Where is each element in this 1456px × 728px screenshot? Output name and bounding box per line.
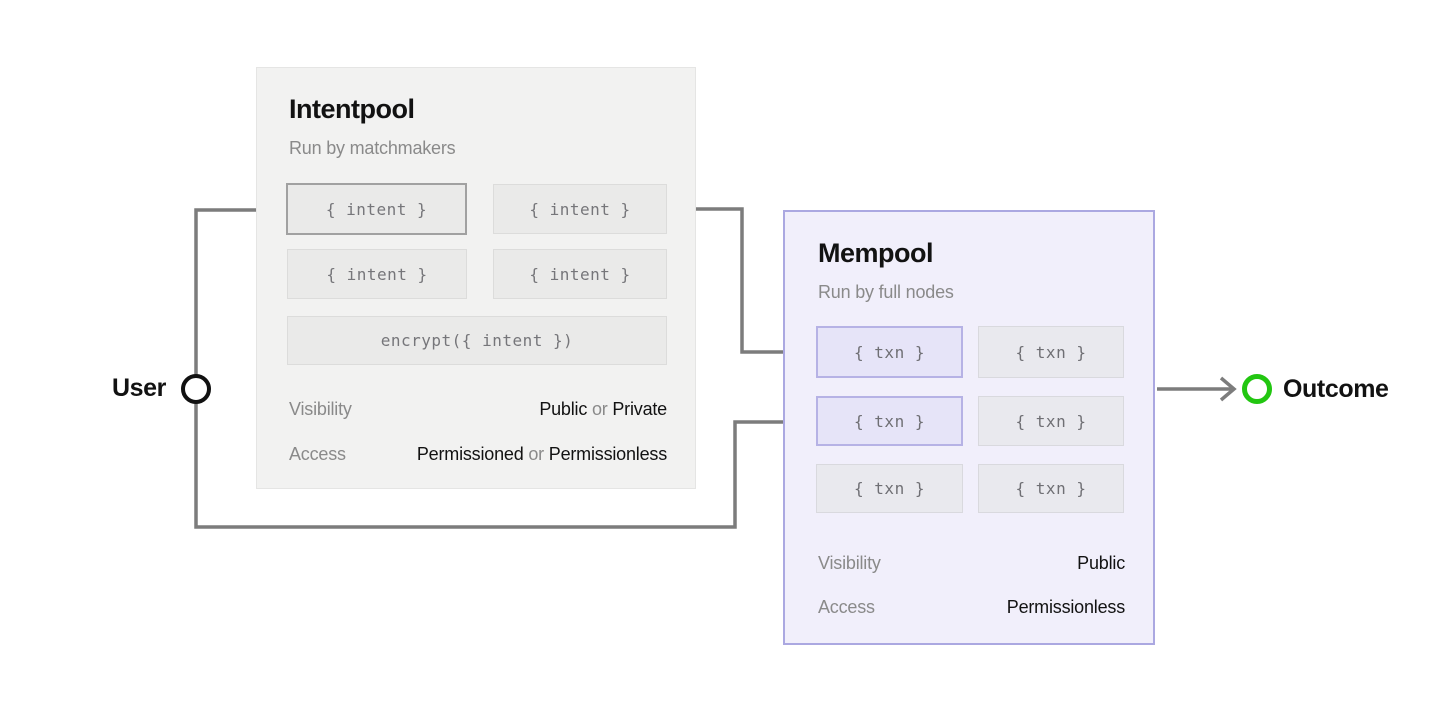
intent-box-highlighted: { intent } <box>286 183 467 235</box>
txn-box-label: { txn } <box>854 479 925 498</box>
intentpool-subtitle: Run by matchmakers <box>289 138 456 158</box>
txn-box-label: { txn } <box>1015 411 1087 431</box>
mempool-subtitle: Run by full nodes <box>818 282 954 302</box>
user-label: User <box>112 374 166 402</box>
user-to-pools-connector <box>194 208 813 529</box>
or-separator: or <box>591 399 608 419</box>
txn-box-highlighted: { txn } <box>816 326 963 378</box>
txn-box: { txn } <box>978 464 1124 513</box>
txn-box-highlighted: { txn } <box>816 396 963 446</box>
intentpool-visibility-row: Visibility Public or Private <box>289 399 667 420</box>
intentpool-title: Intentpool <box>289 94 415 124</box>
mempool-visibility-row: Visibility Public <box>818 553 1125 574</box>
intent-box-label: { intent } <box>529 199 631 219</box>
visibility-value: Public <box>1077 553 1125 573</box>
intent-box: { intent } <box>287 249 467 299</box>
outcome-circle-icon <box>1242 374 1272 404</box>
txn-box-label: { txn } <box>1015 342 1087 362</box>
visibility-option-private: Private <box>612 399 667 419</box>
intent-box: { intent } <box>493 184 667 234</box>
access-label: Access <box>289 444 346 464</box>
mempool-title: Mempool <box>818 238 934 268</box>
txn-box-label: { txn } <box>854 411 925 431</box>
access-label: Access <box>818 597 875 617</box>
txn-box-label: { txn } <box>1015 479 1087 498</box>
encrypt-intent-box: encrypt({ intent }) <box>287 316 667 365</box>
txn-box: { txn } <box>978 326 1124 378</box>
access-option-permissionless: Permissionless <box>548 444 667 464</box>
txn-box: { txn } <box>816 464 963 513</box>
mempool-panel: Mempool Run by full nodes { txn } { txn … <box>783 210 1155 645</box>
or-separator: or <box>528 444 544 464</box>
txn-box: { txn } <box>978 396 1124 446</box>
outcome-label: Outcome <box>1283 375 1389 403</box>
access-value: Permissioned or Permissionless <box>417 444 667 465</box>
encrypt-intent-label: encrypt({ intent }) <box>380 331 574 350</box>
txn-box-label: { txn } <box>854 342 925 362</box>
intentpool-to-mempool-connector <box>696 207 813 354</box>
intent-box: { intent } <box>493 249 667 299</box>
access-value: Permissionless <box>1006 597 1125 617</box>
mempool-access-row: Access Permissionless <box>818 597 1125 618</box>
intent-box-label: { intent } <box>325 199 428 219</box>
visibility-label: Visibility <box>818 553 881 573</box>
visibility-option-public: Public <box>539 399 588 419</box>
user-circle-icon <box>181 374 211 404</box>
arrowhead-into-outcome-icon <box>1219 376 1237 402</box>
access-option-permissioned: Permissioned <box>416 444 524 464</box>
visibility-label: Visibility <box>289 399 352 419</box>
intentpool-access-row: Access Permissioned or Permissionless <box>289 444 667 465</box>
intent-box-label: { intent } <box>326 264 428 284</box>
intentpool-panel: Intentpool Run by matchmakers { intent }… <box>256 67 696 489</box>
intent-box-label: { intent } <box>529 264 631 284</box>
visibility-value: Public or Private <box>539 399 667 420</box>
